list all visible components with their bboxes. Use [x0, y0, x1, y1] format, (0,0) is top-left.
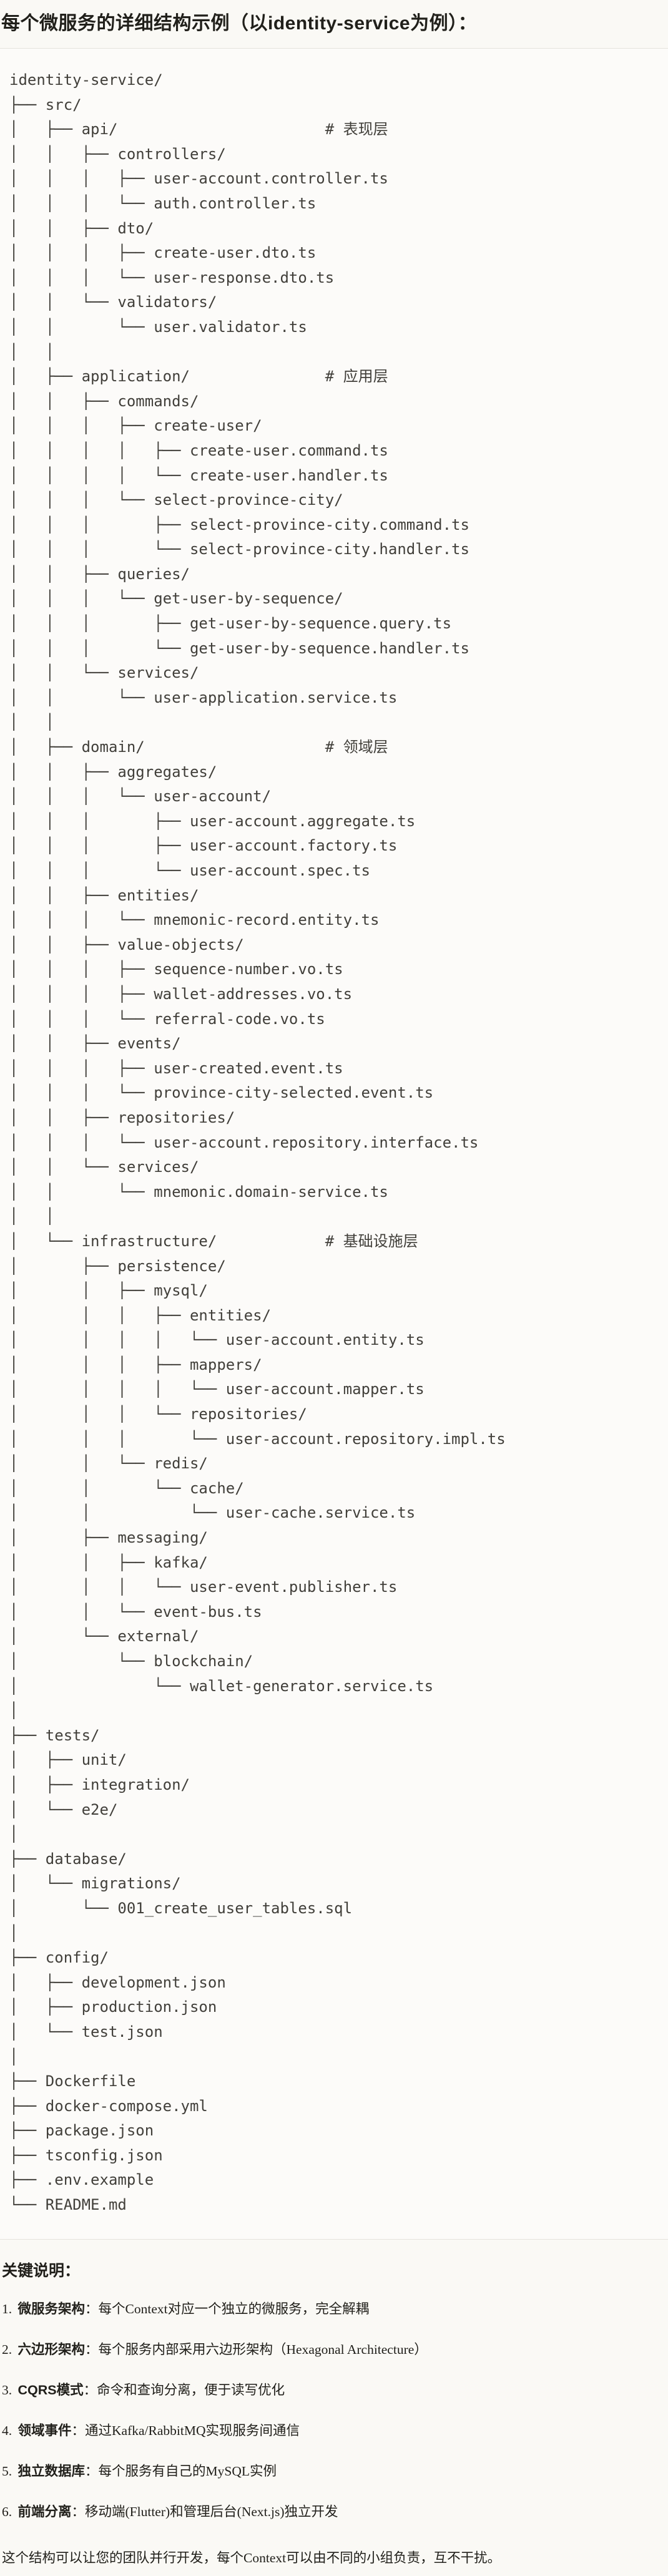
- notes-footer: 这个结构可以让您的团队并行开发，每个Context可以由不同的小组负责，互不干扰…: [2, 2550, 501, 2565]
- note-number: 5.: [2, 2463, 16, 2479]
- note-number: 2.: [2, 2341, 16, 2357]
- note-item: 3. CQRS模式：命令和查询分离，便于读写优化: [2, 2381, 661, 2399]
- note-label: 独立数据库: [17, 2463, 86, 2479]
- note-text: ：每个服务内部采用六边形架构（Hexagonal Architecture）: [85, 2341, 428, 2357]
- directory-tree-block: identity-service/ ├── src/ │ ├── api/ # …: [0, 48, 668, 2240]
- notes-list: 1. 微服务架构：每个Context对应一个独立的微服务，完全解耦 2. 六边形…: [2, 2300, 661, 2521]
- directory-tree: identity-service/ ├── src/ │ ├── api/ # …: [9, 71, 506, 2214]
- notes-section: 关键说明： 1. 微服务架构：每个Context对应一个独立的微服务，完全解耦 …: [0, 2260, 668, 2576]
- note-label: CQRS模式: [17, 2382, 84, 2398]
- page-title: 每个微服务的详细结构示例（以identity-service为例）：: [1, 13, 478, 34]
- note-label: 六边形架构: [17, 2341, 86, 2357]
- note-text: ：移动端(Flutter)和管理后台(Next.js)独立开发: [71, 2504, 338, 2519]
- note-label: 微服务架构: [17, 2301, 86, 2316]
- note-text: ：每个Context对应一个独立的微服务，完全解耦: [85, 2301, 370, 2316]
- note-item: 4. 领域事件：通过Kafka/RabbitMQ实现服务间通信: [2, 2422, 661, 2440]
- note-number: 6.: [2, 2504, 16, 2519]
- note-item: 5. 独立数据库：每个服务有自己的MySQL实例: [2, 2462, 661, 2481]
- note-item: 2. 六边形架构：每个服务内部采用六边形架构（Hexagonal Archite…: [2, 2341, 661, 2359]
- note-number: 3.: [2, 2382, 16, 2398]
- note-item: 6. 前端分离：移动端(Flutter)和管理后台(Next.js)独立开发: [2, 2503, 661, 2521]
- note-text: ：命令和查询分离，便于读写优化: [83, 2382, 285, 2398]
- note-text: ：每个服务有自己的MySQL实例: [85, 2463, 277, 2479]
- note-item: 1. 微服务架构：每个Context对应一个独立的微服务，完全解耦: [2, 2300, 661, 2318]
- note-label: 前端分离: [17, 2504, 72, 2519]
- note-number: 1.: [2, 2301, 16, 2316]
- note-label: 领域事件: [17, 2422, 72, 2438]
- note-number: 4.: [2, 2422, 16, 2438]
- note-text: ：通过Kafka/RabbitMQ实现服务间通信: [71, 2422, 300, 2438]
- notes-heading: 关键说明：: [2, 2261, 81, 2280]
